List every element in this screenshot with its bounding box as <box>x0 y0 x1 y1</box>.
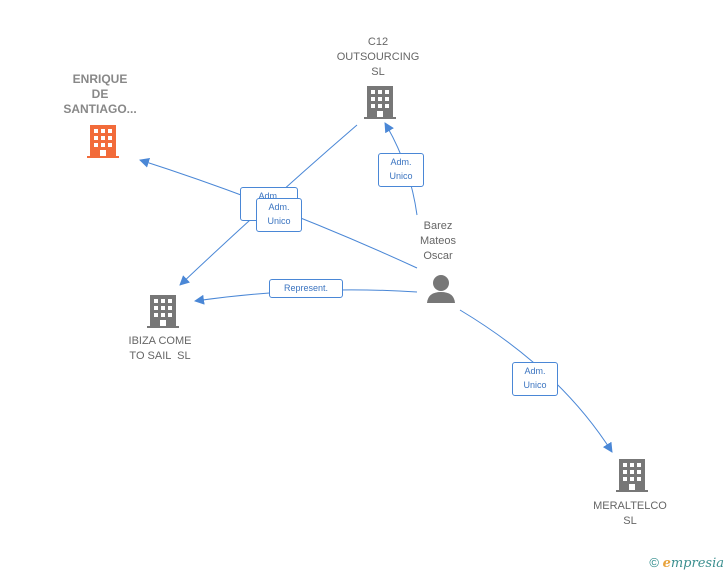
relation-line: Adm. <box>390 157 412 167</box>
node-label-line: C12 <box>367 36 389 48</box>
relation-line: Represent. <box>283 283 329 293</box>
brand-logo[interactable]: empresia <box>662 556 724 571</box>
copyright-icon: © <box>649 555 659 570</box>
building-icon[interactable] <box>364 86 396 119</box>
node-label-meraltelco[interactable]: MERALTELCO SL <box>570 499 690 529</box>
node-label-line: DE <box>91 87 109 101</box>
person-icon[interactable] <box>427 275 455 303</box>
node-label-line: Mateos <box>419 235 457 247</box>
building-icon[interactable] <box>147 295 179 328</box>
node-label-enrique[interactable]: ENRIQUE DE SANTIAGO... <box>40 72 160 117</box>
relation-badge-adm-unico[interactable]: Adm. Unico <box>378 153 424 187</box>
node-label-line: SL <box>623 515 637 527</box>
node-label-line: TO SAIL SL <box>129 350 191 362</box>
relation-badge-represent[interactable]: Represent. <box>269 279 343 298</box>
node-label-line: SL <box>371 66 385 78</box>
node-label-line: SANTIAGO... <box>63 102 137 116</box>
relation-line: Adm. <box>524 366 546 376</box>
relation-badge-adm-unico[interactable]: Adm. Unico <box>256 198 302 232</box>
node-label-line: Oscar <box>423 250 453 262</box>
node-label-barez[interactable]: Barez Mateos Oscar <box>398 219 478 264</box>
node-label-line: IBIZA COME <box>128 335 192 347</box>
relation-line: Unico <box>389 171 413 181</box>
copyright-notice: © empresia <box>649 555 724 571</box>
node-label-line: MERALTELCO <box>593 500 667 512</box>
node-label-line: ENRIQUE <box>72 72 128 86</box>
node-label-line: OUTSOURCING <box>336 51 420 63</box>
relation-line: Adm. <box>258 191 280 201</box>
node-label-line: Barez <box>423 220 453 232</box>
relation-line: Unico <box>523 380 547 390</box>
building-icon[interactable] <box>616 459 648 492</box>
relation-badge-adm-unico[interactable]: Adm. Unico <box>512 362 558 396</box>
node-label-c12[interactable]: C12 OUTSOURCING SL <box>318 35 438 80</box>
node-label-ibiza[interactable]: IBIZA COME TO SAIL SL <box>100 334 220 364</box>
relation-line: Unico <box>267 216 291 226</box>
relation-line: Adm. <box>268 202 290 212</box>
building-icon[interactable] <box>87 125 119 158</box>
